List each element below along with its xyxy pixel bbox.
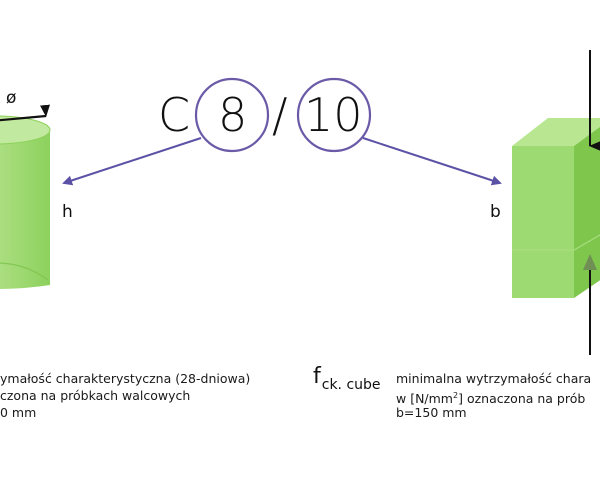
arrow-to-cube [362, 137, 502, 186]
diameter-label: ø [6, 88, 17, 108]
formula-second: 10 [304, 88, 363, 142]
cube [512, 50, 600, 355]
cylinder-inner-arc [0, 262, 49, 281]
left-desc-line-1: ymałość charakterystyczna (28-dniowa) [0, 371, 251, 386]
circle-first [194, 77, 270, 153]
height-label: h [62, 202, 73, 222]
fck-symbol: fck. cube [313, 364, 381, 393]
cylinder [0, 104, 51, 289]
cube-top-face [512, 118, 600, 146]
cube-front-face [512, 146, 574, 298]
right-desc-line-2: w [N/mm2] oznaczona na prób [396, 388, 585, 408]
cylinder-body [0, 130, 50, 289]
cube-mid-line [512, 234, 600, 251]
left-desc-line-2: czona na próbkach walcowych [0, 388, 191, 403]
right-desc-line-2-sup: 2 [453, 391, 459, 400]
cube-right-face [574, 126, 600, 298]
load-arrow-bottom-head [583, 254, 597, 270]
formula-separator: / [272, 88, 288, 142]
circle-second [296, 77, 372, 153]
formula-first: 8 [218, 88, 248, 142]
right-desc-line-2-post: ] oznaczona na prób [458, 391, 586, 407]
right-desc-line-1: minimalna wytrzymałość chara [396, 371, 592, 386]
right-desc-line-2-pre: w [N/mm [396, 391, 453, 407]
cylinder-top [0, 115, 51, 145]
fck-symbol-main: f [313, 364, 321, 389]
fck-symbol-sub: ck. cube [321, 377, 381, 393]
arrow-to-cylinder [62, 137, 202, 186]
left-desc-line-3: 0 mm [0, 405, 37, 420]
edge-label: b [490, 202, 501, 222]
right-desc-line-3: b=150 mm [396, 405, 467, 420]
diameter-arrow [0, 104, 50, 122]
formula-prefix: C [158, 88, 191, 142]
